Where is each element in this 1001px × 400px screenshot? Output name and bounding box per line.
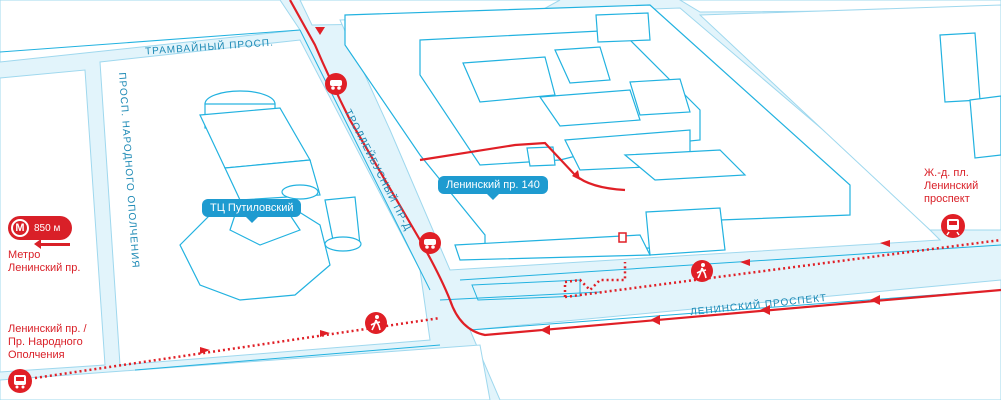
car-icon xyxy=(419,232,441,254)
car-icon xyxy=(325,73,347,95)
car-route-main xyxy=(289,0,1001,337)
walk-route-east xyxy=(564,238,1001,299)
metro-label: Метро Ленинский пр. xyxy=(8,249,81,274)
bus-icon xyxy=(8,369,32,393)
block-east xyxy=(698,4,1001,231)
train-icon xyxy=(941,214,965,238)
pedestrian-icon xyxy=(691,260,713,282)
walk-route-link xyxy=(563,262,627,297)
metro-badge: М 850 м xyxy=(8,216,72,240)
mall-callout: ТЦ Путиловский xyxy=(202,199,302,223)
block-south xyxy=(469,279,1001,400)
destination-callout: Ленинский пр. 140 xyxy=(438,176,548,200)
metro-distance: 850 м xyxy=(34,222,61,234)
car-route-entry xyxy=(419,141,626,192)
pedestrian-icon xyxy=(365,312,387,334)
rail-station-label: Ж.-д. пл. Ленинский проспект xyxy=(924,167,979,205)
bus-stop-label: Ленинский пр. / Пр. Народного Ополчения xyxy=(8,323,87,361)
block-southwest xyxy=(0,344,491,400)
metro-direction-arrow xyxy=(34,239,70,249)
metro-icon: М xyxy=(11,219,29,237)
